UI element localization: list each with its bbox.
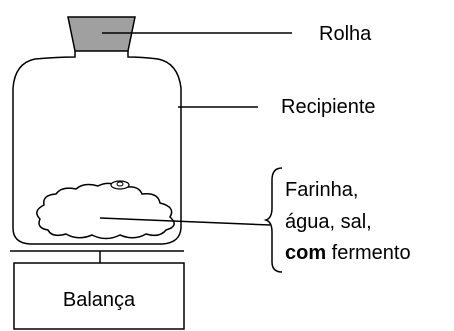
dough-label-rest: fermento (326, 242, 410, 264)
stopper (67, 16, 136, 52)
dough-bubble-inner (116, 181, 124, 187)
stopper-label: Rolha (319, 23, 372, 45)
container-label: Recipiente (281, 96, 376, 118)
dough-leader-line (99, 217, 271, 226)
dough-label-brace (263, 167, 283, 273)
dough-label-line1: Farinha, (285, 179, 358, 201)
dough-label-line3: com fermento (285, 242, 411, 264)
dough-label-bold-word: com (285, 242, 326, 264)
container-jar (12, 51, 182, 245)
scale-label: Balança (63, 289, 136, 311)
dough-label-line2: água, sal, (285, 211, 372, 233)
scale-box (13, 262, 185, 330)
dough-blob (36, 182, 175, 240)
